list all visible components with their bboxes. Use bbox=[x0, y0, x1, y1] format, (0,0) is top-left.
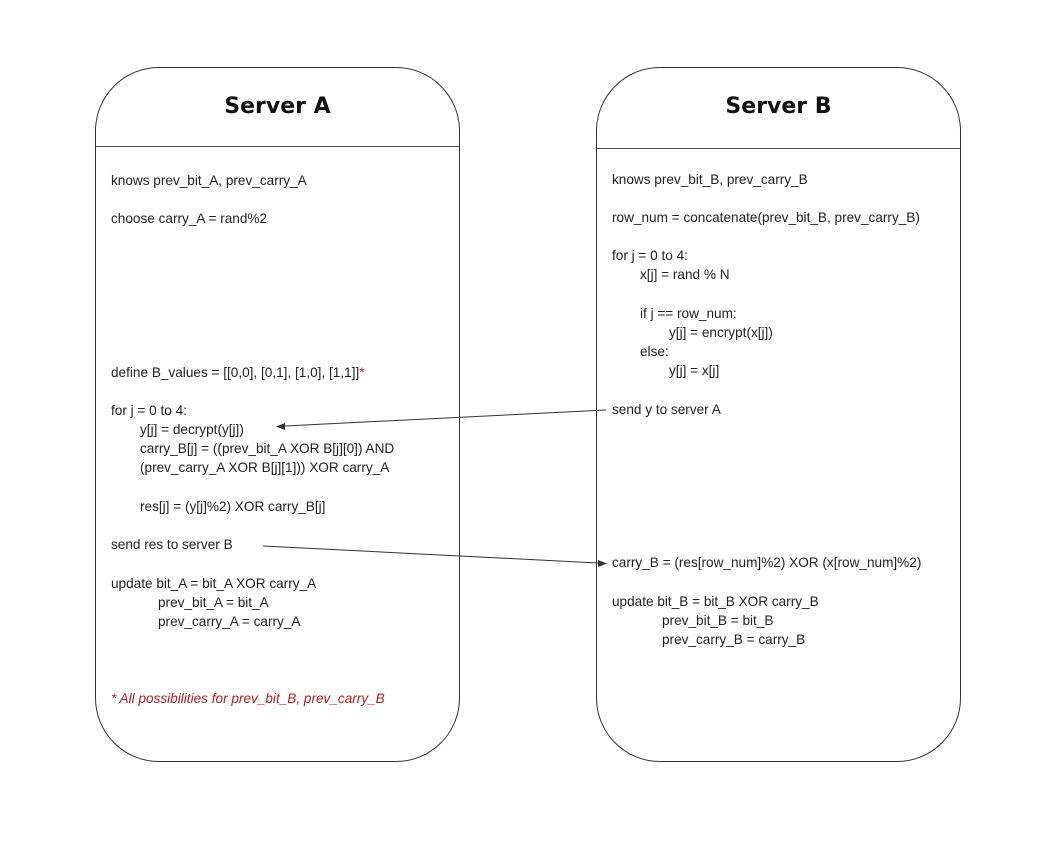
server-b-title: Server B bbox=[725, 94, 832, 119]
server-a-line-knows: knows prev_bit_A, prev_carry_A bbox=[111, 173, 307, 188]
server-b-panel: Server B bbox=[596, 67, 961, 762]
server-b-line-y-eq-x: y[j] = x[j] bbox=[669, 363, 720, 378]
server-b-line-for-loop: for j = 0 to 4: bbox=[612, 248, 688, 263]
server-a-bvalues-text: define B_values = [[0,0], [0,1], [1,0], … bbox=[111, 365, 360, 380]
server-a-line-send-res: send res to server B bbox=[111, 537, 233, 552]
server-b-line-send-y: send y to server A bbox=[612, 402, 721, 417]
server-a-panel: Server A bbox=[95, 67, 460, 762]
server-a-line-for-loop: for j = 0 to 4: bbox=[111, 403, 187, 418]
server-a-asterisk: * bbox=[359, 365, 365, 380]
server-a-line-res: res[j] = (y[j]%2) XOR carry_B[j] bbox=[140, 499, 326, 514]
server-b-line-else: else: bbox=[640, 344, 669, 359]
server-b-line-update: update bit_B = bit_B XOR carry_B bbox=[612, 594, 819, 609]
server-a-line-define-bvalues: define B_values = [[0,0], [0,1], [1,0], … bbox=[111, 364, 365, 381]
server-b-line-prev-bit: prev_bit_B = bit_B bbox=[662, 613, 774, 628]
server-a-line-prev-carry: prev_carry_A = carry_A bbox=[158, 614, 301, 629]
server-b-line-encrypt: y[j] = encrypt(x[j]) bbox=[669, 325, 773, 340]
server-a-footnote: * All possibilities for prev_bit_B, prev… bbox=[111, 691, 385, 706]
server-a-line-update: update bit_A = bit_A XOR carry_A bbox=[111, 576, 317, 591]
server-b-line-carry-b: carry_B = (res[row_num]%2) XOR (x[row_nu… bbox=[612, 555, 922, 570]
server-a-line-choose-carry: choose carry_A = rand%2 bbox=[111, 211, 268, 226]
server-a-line-carry-b-1: carry_B[j] = ((prev_bit_A XOR B[j][0]) A… bbox=[140, 441, 395, 456]
server-b-line-knows: knows prev_bit_B, prev_carry_B bbox=[612, 172, 808, 187]
server-b-divider bbox=[597, 148, 960, 149]
server-a-divider bbox=[96, 146, 459, 147]
server-b-line-row-num: row_num = concatenate(prev_bit_B, prev_c… bbox=[612, 210, 920, 225]
arrow-y-to-server-a bbox=[276, 409, 607, 430]
server-b-line-rand: x[j] = rand % N bbox=[640, 267, 730, 282]
server-a-line-decrypt: y[j] = decrypt(y[j]) bbox=[140, 422, 244, 437]
server-a-line-carry-b-2: (prev_carry_A XOR B[j][1])) XOR carry_A bbox=[140, 460, 390, 475]
server-b-line-prev-carry: prev_carry_B = carry_B bbox=[662, 632, 806, 647]
server-b-line-if: if j == row_num: bbox=[640, 306, 737, 321]
server-a-title: Server A bbox=[224, 94, 331, 119]
arrow-res-to-server-b bbox=[262, 545, 607, 567]
server-a-line-prev-bit: prev_bit_A = bit_A bbox=[158, 595, 269, 610]
